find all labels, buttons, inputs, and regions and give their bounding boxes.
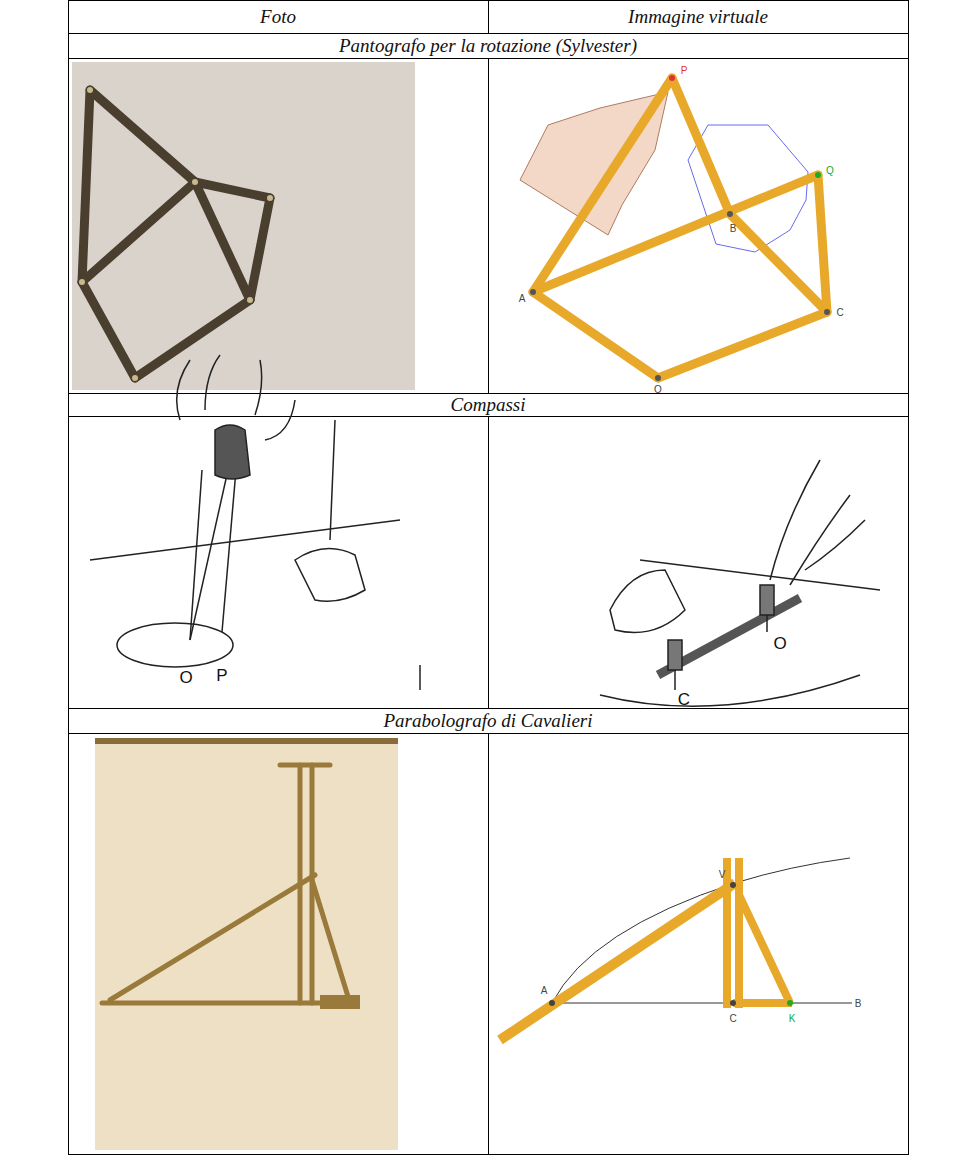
point-label: Q	[826, 165, 834, 176]
point-label: C	[836, 307, 843, 318]
row-title: Parabolografo di Cavalieri	[384, 710, 593, 732]
column-header: Immagine virtuale	[628, 6, 768, 28]
point-label: O	[773, 634, 786, 654]
point-label: B	[855, 998, 862, 1009]
row-title: Pantografo per la rotazione (Sylvester)	[339, 35, 637, 57]
point-label: K	[789, 1013, 796, 1024]
point-label: O	[654, 384, 662, 395]
point-label: V	[719, 869, 726, 880]
row-title: Compassi	[451, 394, 526, 416]
point-label: C	[678, 690, 690, 710]
point-label: P	[681, 65, 688, 76]
column-header: Foto	[260, 6, 296, 28]
point-label: O	[179, 668, 192, 688]
point-label: A	[519, 293, 526, 304]
point-label: C	[729, 1013, 736, 1024]
point-label: B	[730, 223, 737, 234]
point-label: A	[541, 985, 548, 996]
point-label: P	[216, 666, 227, 686]
